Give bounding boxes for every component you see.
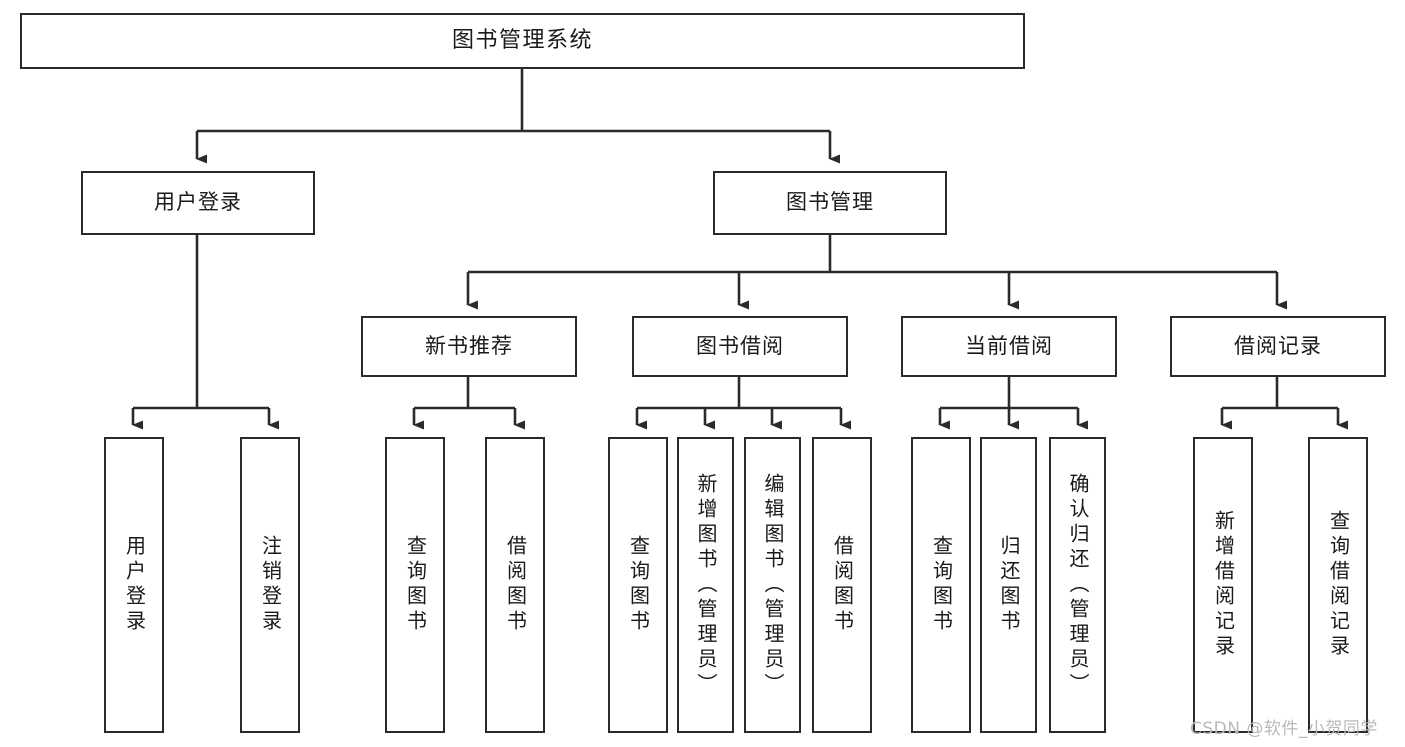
node-leaf-return-book[interactable]: 归还图书 [980,437,1037,733]
node-leaf-confirm-return-admin[interactable]: 确认归还（管理员） [1049,437,1106,733]
node-label: 图书管理系统 [451,28,593,54]
node-label: 用户登录 [154,190,242,215]
node-label: 编辑图书（管理员） [761,472,785,698]
node-leaf-user-login[interactable]: 用户登录 [104,437,164,733]
node-label: 借阅图书 [830,535,855,635]
node-borrow-record[interactable]: 借阅记录 [1170,316,1386,377]
node-leaf-borrow-book[interactable]: 借阅图书 [812,437,872,733]
node-leaf-logout[interactable]: 注销登录 [240,437,300,733]
node-leaf-add-book-admin[interactable]: 新增图书（管理员） [677,437,734,733]
node-label: 新书推荐 [425,333,513,358]
node-label: 注销登录 [258,535,283,635]
node-user-login[interactable]: 用户登录 [81,171,315,235]
node-label: 借阅记录 [1234,333,1322,358]
node-label: 新增借阅记录 [1211,510,1236,660]
node-book-borrow[interactable]: 图书借阅 [632,316,848,377]
node-leaf-query-book-recommend[interactable]: 查询图书 [385,437,445,733]
node-leaf-borrow-book-recommend[interactable]: 借阅图书 [485,437,545,733]
node-label: 用户登录 [122,535,147,635]
node-label: 图书借阅 [696,333,784,358]
node-label: 查询图书 [929,535,954,635]
node-new-book-recommend[interactable]: 新书推荐 [361,316,577,377]
node-root-book-management-system[interactable]: 图书管理系统 [20,13,1025,69]
node-label: 确认归还（管理员） [1066,472,1090,698]
node-leaf-query-book-current[interactable]: 查询图书 [911,437,971,733]
node-label: 查询借阅记录 [1326,510,1351,660]
node-label: 图书管理 [786,190,874,215]
node-leaf-query-book-borrow[interactable]: 查询图书 [608,437,668,733]
node-label: 查询图书 [626,535,651,635]
node-leaf-add-borrow-record[interactable]: 新增借阅记录 [1193,437,1253,733]
node-label: 当前借阅 [965,333,1053,358]
node-current-borrow[interactable]: 当前借阅 [901,316,1117,377]
node-label: 新增图书（管理员） [694,472,718,698]
node-book-management[interactable]: 图书管理 [713,171,947,235]
node-label: 借阅图书 [503,535,528,635]
csdn-watermark: CSDN @软件_小贺同学 [1190,719,1378,739]
node-label: 查询图书 [403,535,428,635]
node-leaf-query-borrow-record[interactable]: 查询借阅记录 [1308,437,1368,733]
node-label: 归还图书 [997,535,1021,635]
node-leaf-edit-book-admin[interactable]: 编辑图书（管理员） [744,437,801,733]
